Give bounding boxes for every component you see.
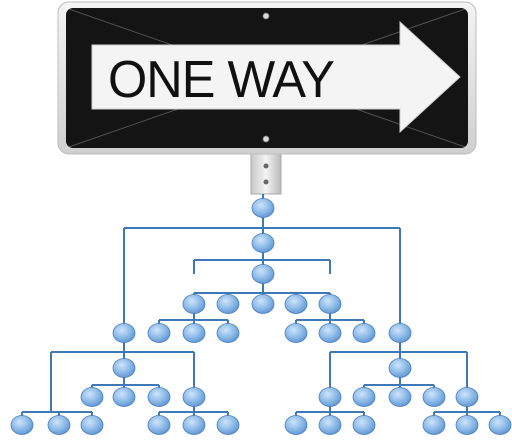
tree-node bbox=[423, 416, 445, 435]
tree-node bbox=[183, 416, 205, 435]
tree-node bbox=[389, 388, 411, 407]
tree-node bbox=[389, 359, 411, 378]
tree-node bbox=[183, 295, 205, 314]
tree-node bbox=[389, 324, 411, 343]
tree-node bbox=[81, 416, 103, 435]
tree-node bbox=[113, 388, 135, 407]
tree-node bbox=[183, 388, 205, 407]
tree-node bbox=[48, 416, 70, 435]
tree-node bbox=[319, 416, 341, 435]
tree-node bbox=[319, 295, 341, 314]
tree-node bbox=[489, 416, 511, 435]
tree-node bbox=[148, 416, 170, 435]
tree-node bbox=[319, 324, 341, 343]
tree-node bbox=[148, 388, 170, 407]
tree-node bbox=[353, 416, 375, 435]
sign-post bbox=[251, 152, 281, 194]
tree-node bbox=[456, 416, 478, 435]
tree-node bbox=[252, 295, 274, 314]
tree-node bbox=[319, 388, 341, 407]
tree-node bbox=[217, 416, 239, 435]
sign-text: ONE WAY bbox=[108, 51, 334, 109]
tree-node bbox=[252, 199, 274, 218]
one-way-sign: ONE WAY bbox=[58, 2, 476, 154]
tree-nodes bbox=[11, 199, 511, 435]
tree-node bbox=[285, 295, 307, 314]
tree-node bbox=[456, 388, 478, 407]
tree-node bbox=[423, 388, 445, 407]
hierarchy-tree bbox=[11, 194, 511, 435]
tree-node bbox=[148, 324, 170, 343]
tree-node bbox=[113, 359, 135, 378]
tree-node bbox=[285, 416, 307, 435]
tree-node bbox=[217, 324, 239, 343]
tree-node bbox=[81, 388, 103, 407]
tree-node bbox=[353, 388, 375, 407]
tree-node bbox=[113, 324, 135, 343]
tree-node bbox=[217, 295, 239, 314]
tree-node bbox=[252, 234, 274, 253]
tree-node bbox=[353, 324, 375, 343]
tree-node bbox=[183, 324, 205, 343]
tree-node bbox=[11, 416, 33, 435]
tree-node bbox=[285, 324, 307, 343]
tree-node bbox=[252, 265, 274, 284]
